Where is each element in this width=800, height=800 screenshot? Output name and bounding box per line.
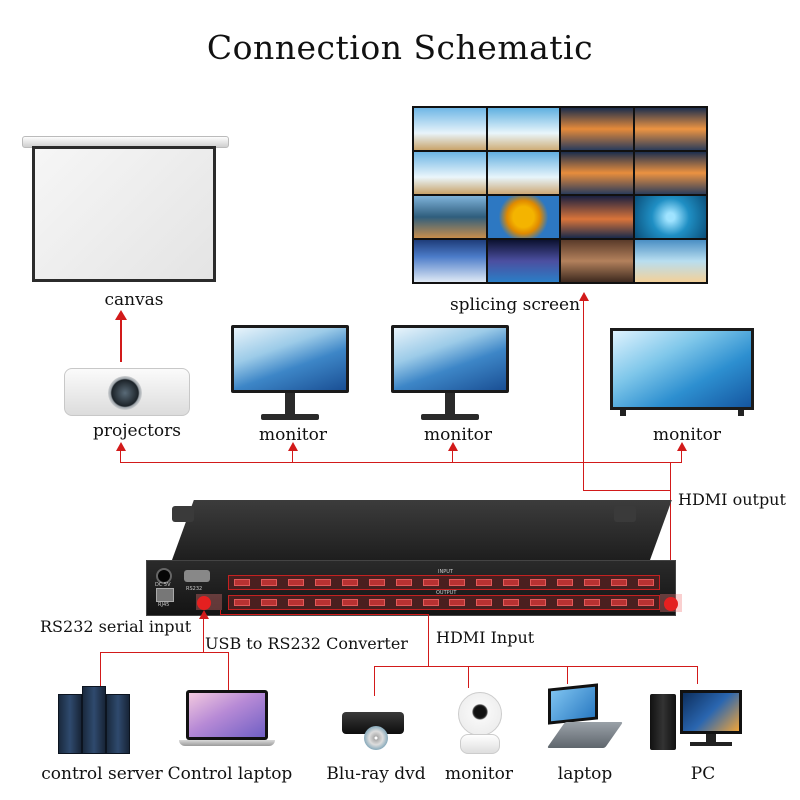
arrow-up-icon xyxy=(579,292,589,301)
laptop-icon xyxy=(548,683,598,725)
input-label: INPUT xyxy=(438,569,453,575)
arrow-up-icon xyxy=(116,442,126,451)
wire xyxy=(681,450,682,462)
rs232-connector-dot xyxy=(197,596,211,610)
hdmi-output-dot xyxy=(664,597,678,611)
control-server-label: control server xyxy=(41,764,163,784)
security-camera-icon xyxy=(458,692,502,736)
hdmi-input-ports xyxy=(228,575,660,590)
splicing-wire xyxy=(583,300,584,490)
wire xyxy=(292,450,293,462)
arrow-up-icon xyxy=(199,610,209,619)
wire xyxy=(452,450,453,462)
arrow-up-icon xyxy=(677,442,687,451)
server-rack-icon xyxy=(106,694,130,754)
hdmi-output-wire xyxy=(670,462,671,602)
hdmi-output-wire xyxy=(583,490,671,491)
rs232-wire xyxy=(203,612,204,652)
monitor-icon xyxy=(231,325,349,393)
control-bus-wire xyxy=(100,652,228,653)
power-port-icon xyxy=(156,568,172,584)
arrow-up-icon xyxy=(115,310,127,320)
laptop-icon xyxy=(186,690,268,740)
rs232-label: RS232 xyxy=(186,586,203,592)
output-label: OUTPUT xyxy=(436,590,457,596)
bluray-label: Blu-ray dvd xyxy=(326,764,426,784)
wire xyxy=(100,652,101,690)
disc-icon xyxy=(364,726,388,750)
wire xyxy=(374,666,375,696)
wire xyxy=(697,666,698,684)
tv-icon xyxy=(610,328,754,410)
camera-base xyxy=(460,734,500,754)
rj45-label: RJ45 xyxy=(158,602,170,608)
monitor-2-label: monitor xyxy=(424,425,492,445)
arrow-up-icon xyxy=(288,442,298,451)
monitor-stand xyxy=(285,393,295,415)
projectors-label: projectors xyxy=(92,421,182,441)
video-wall-icon xyxy=(412,106,708,284)
wire xyxy=(567,666,568,684)
tv-leg xyxy=(620,410,626,416)
laptop-label: laptop xyxy=(557,764,613,784)
hdmi-input-wire xyxy=(428,614,429,666)
laptop-keyboard xyxy=(546,722,624,748)
laptop-base xyxy=(179,740,275,746)
wire xyxy=(228,652,229,690)
rack-ear xyxy=(172,506,194,522)
input-bus-wire xyxy=(374,666,698,667)
desktop-pc-icon xyxy=(650,694,676,750)
splicing-screen-label: splicing screen xyxy=(449,295,581,315)
output-bus-wire xyxy=(120,462,682,463)
pc-label: PC xyxy=(690,764,716,784)
pc-stand xyxy=(706,734,716,742)
wire xyxy=(468,666,469,688)
rs232-port-icon xyxy=(184,570,210,582)
arrow-up-icon xyxy=(448,442,458,451)
rj45-port-icon xyxy=(156,588,174,602)
matrix-switcher-top xyxy=(172,500,672,560)
monitor-base xyxy=(421,414,479,420)
monitor-icon xyxy=(391,325,509,393)
rs232-serial-input-label: RS232 serial input xyxy=(40,617,192,636)
wire xyxy=(120,450,121,462)
canvas-label: canvas xyxy=(104,290,164,310)
bluray-player-icon xyxy=(342,712,404,734)
control-laptop-label: Control laptop xyxy=(167,764,293,784)
pc-keyboard xyxy=(690,742,732,746)
monitor-base xyxy=(261,414,319,420)
page-title: Connection Schematic xyxy=(206,28,594,67)
hdmi-input-label: HDMI Input xyxy=(436,628,535,647)
hdmi-output-label: HDMI output xyxy=(678,490,786,509)
server-rack-icon xyxy=(58,694,82,754)
dc-port-label: DC 5V xyxy=(155,582,171,588)
usb-to-rs232-label: USB to RS232 Converter xyxy=(205,634,408,653)
monitor-stand xyxy=(445,393,455,415)
pc-monitor-icon xyxy=(680,690,742,734)
wire-projector-canvas xyxy=(120,320,122,362)
projector-lens xyxy=(108,376,142,410)
tv-leg xyxy=(738,410,744,416)
monitor-3-label: monitor xyxy=(653,425,721,445)
hdmi-input-wire xyxy=(220,614,428,615)
server-rack-icon xyxy=(82,686,106,754)
wire xyxy=(220,610,221,615)
monitor-4-label: monitor xyxy=(445,764,513,784)
hdmi-output-ports xyxy=(228,595,660,610)
projection-screen-icon xyxy=(32,146,216,282)
monitor-1-label: monitor xyxy=(259,425,327,445)
rack-ear xyxy=(614,506,636,522)
